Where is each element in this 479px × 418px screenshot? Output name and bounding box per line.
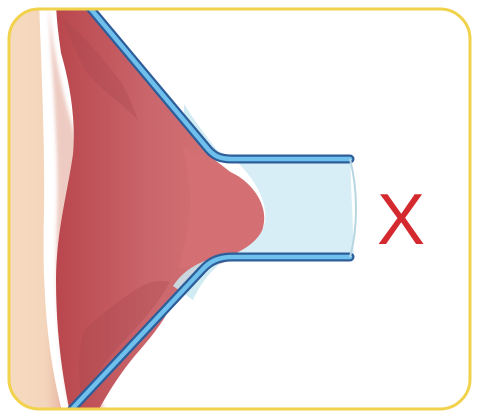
incorrect-x-mark: X bbox=[366, 180, 436, 260]
